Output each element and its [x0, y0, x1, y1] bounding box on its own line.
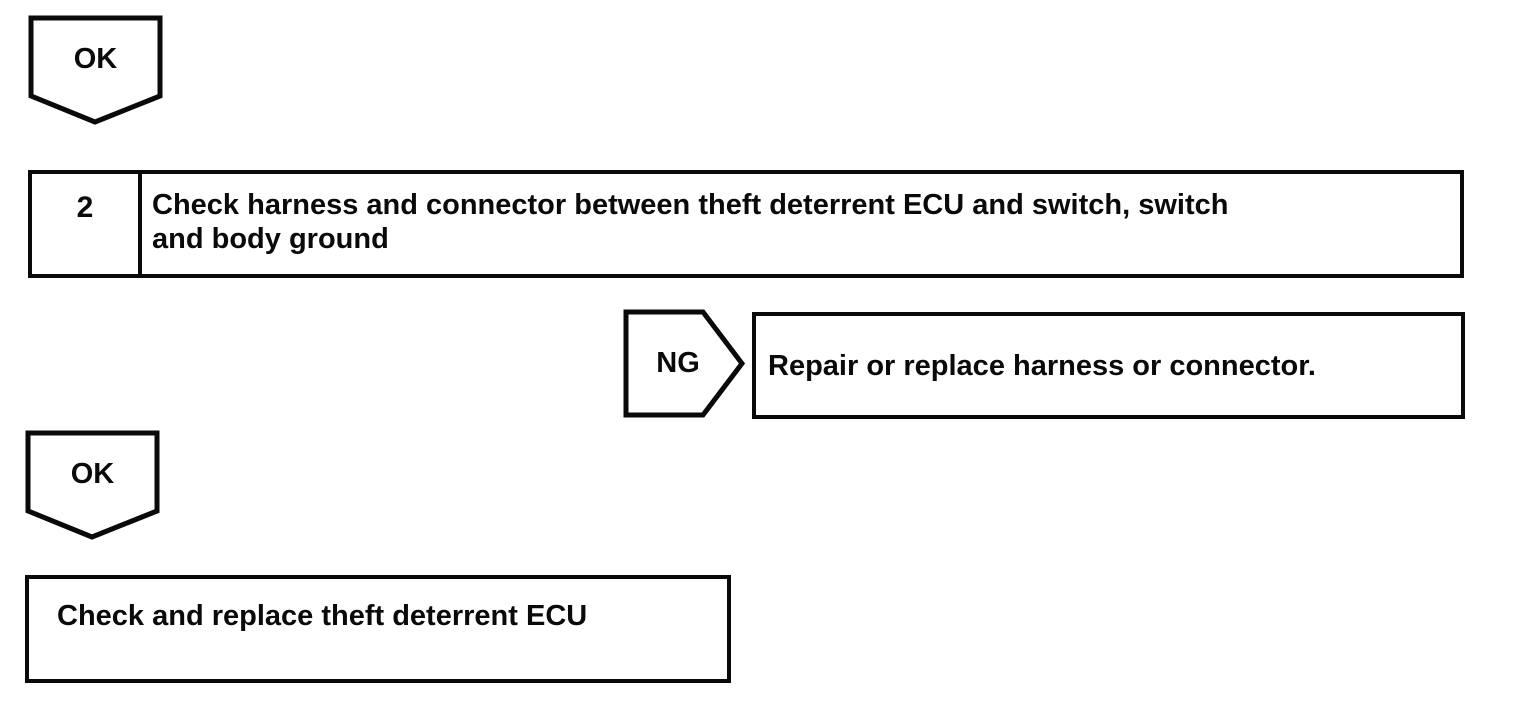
ok-banner-down-icon: [25, 430, 160, 540]
ok-banner-down-icon: [28, 15, 163, 125]
flow-connector-ok-bottom: OK: [25, 430, 160, 540]
final-action-text: Check and replace theft deterrent ECU: [57, 600, 588, 632]
final-action-box: Check and replace theft deterrent ECU: [25, 575, 731, 683]
ok-top-label: OK: [73, 43, 118, 75]
ng-label: NG: [656, 347, 700, 379]
ng-action-text: Repair or replace harness or connector.: [768, 349, 1316, 382]
ng-arrow-right-icon: [623, 309, 745, 418]
step-instruction: Check harness and connector between thef…: [152, 189, 1229, 255]
flow-connector-ok-top: OK: [28, 15, 163, 125]
flow-connector-ng: NG: [623, 309, 745, 418]
ng-action-box: Repair or replace harness or connector.: [752, 312, 1465, 419]
ok-bottom-label: OK: [70, 458, 115, 490]
step-2-box: 2 Check harness and connector between th…: [28, 170, 1464, 278]
step-number: 2: [32, 174, 142, 274]
